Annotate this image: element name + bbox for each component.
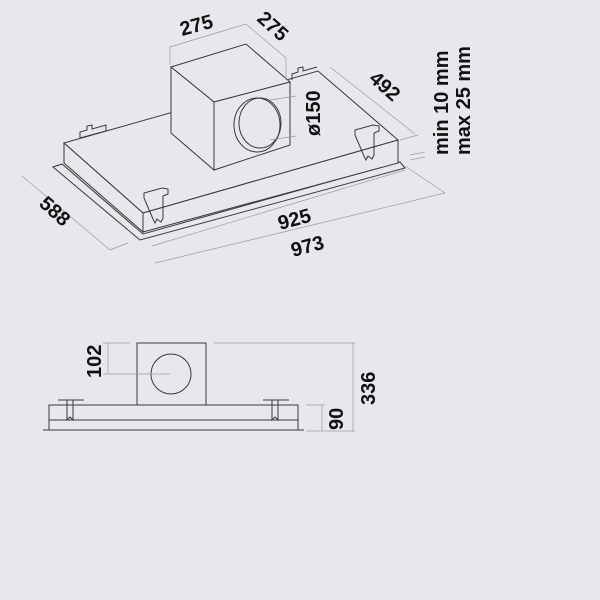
dim-plate-depth: 492: [365, 67, 405, 106]
dimension-lines: [21, 23, 446, 264]
isometric-view: 275 275 ø150 492 588 925 973 min 10 mm m…: [21, 7, 475, 264]
thickness-max: max 25 mm: [453, 46, 475, 155]
flange: [51, 161, 406, 241]
dim-total-height: 336: [358, 372, 380, 405]
dim-plate-height: 90: [326, 408, 348, 430]
dim-box-width: 275: [178, 11, 216, 41]
dim-overall-depth: 588: [35, 192, 75, 231]
dim-outlet-offset: 102: [84, 345, 106, 378]
mounting-brackets: [79, 66, 380, 225]
dim-box-depth: 275: [253, 7, 293, 46]
side-dimension-lines: [103, 342, 355, 432]
dim-outlet-diameter: ø150: [303, 90, 325, 136]
side-plate: [48, 404, 299, 431]
plate-left: [63, 141, 144, 234]
dim-overall-width: 973: [289, 232, 327, 262]
dim-plate-width: 925: [276, 205, 314, 235]
side-view: 102 336 90: [43, 342, 380, 432]
thickness-min: min 10 mm: [431, 51, 453, 155]
